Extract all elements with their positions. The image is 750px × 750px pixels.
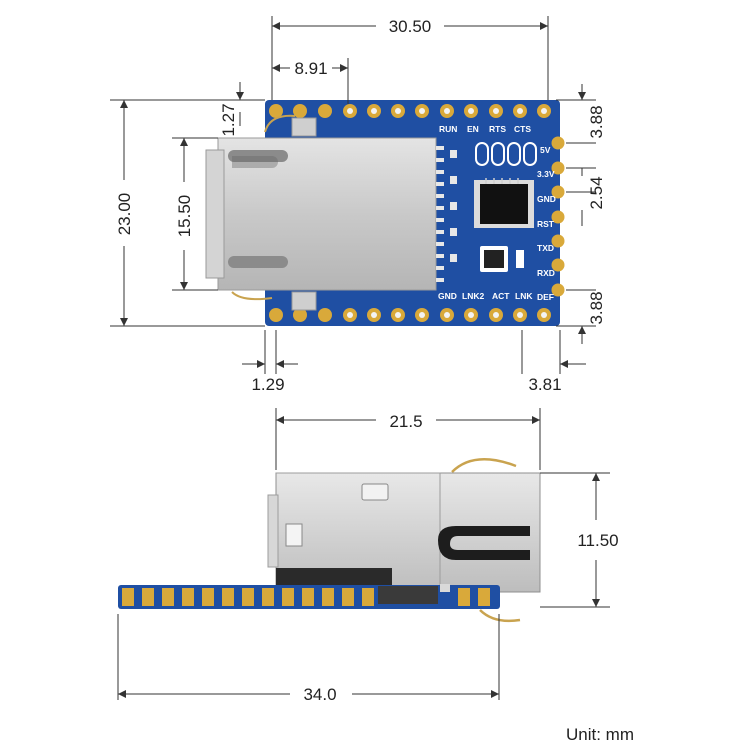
dim-top-offset: 8.91 bbox=[294, 59, 327, 78]
dim-right-bottom: 3.88 bbox=[587, 291, 606, 324]
pin-label-gnd: GND bbox=[537, 194, 556, 204]
dim-bottom-left: 1.29 bbox=[251, 375, 284, 394]
crystal bbox=[480, 246, 524, 272]
dim-bottom-right: 3.81 bbox=[528, 375, 561, 394]
pin-label-act: ACT bbox=[492, 291, 510, 301]
pin-label-run: RUN bbox=[439, 124, 457, 134]
dim-side-height: 11.50 bbox=[577, 531, 618, 550]
unit-label: Unit: mm bbox=[566, 725, 634, 744]
dim-top-margin: 1.27 bbox=[219, 103, 238, 136]
pin-label-def: DEF bbox=[537, 292, 554, 302]
pin-label-rts: RTS bbox=[489, 124, 506, 134]
pin-label-txd: TXD bbox=[537, 243, 554, 253]
pin-label-3v3: 3.3V bbox=[537, 169, 555, 179]
pin-label-rxd: RXD bbox=[537, 268, 555, 278]
pin-label-5v: 5V bbox=[540, 145, 551, 155]
right-pin-column bbox=[551, 136, 565, 297]
dim-board-height: 23.00 bbox=[115, 193, 134, 236]
pin-label-lnk2: LNK2 bbox=[462, 291, 484, 301]
side-view: 21.5 11.50 34.0 bbox=[117, 408, 619, 704]
led-row bbox=[475, 142, 537, 166]
pin-label-en: EN bbox=[467, 124, 479, 134]
pin-label-gnd-bottom: GND bbox=[438, 291, 457, 301]
dim-top-width: 30.50 bbox=[389, 17, 432, 36]
dim-side-width: 21.5 bbox=[389, 412, 422, 431]
pin-label-cts: CTS bbox=[514, 124, 531, 134]
dim-pin-pitch: 2.54 bbox=[587, 176, 606, 209]
top-view: RUN EN RTS CTS 5V 3.3V GND RST TXD RXD D… bbox=[110, 16, 606, 394]
pin-label-rst: RST bbox=[537, 219, 555, 229]
dim-jack-height: 15.50 bbox=[175, 195, 194, 238]
pin-label-lnk: LNK bbox=[515, 291, 533, 301]
mcu-chip bbox=[474, 178, 534, 228]
dim-right-top: 3.88 bbox=[587, 105, 606, 138]
dim-total-length: 34.0 bbox=[303, 685, 336, 704]
